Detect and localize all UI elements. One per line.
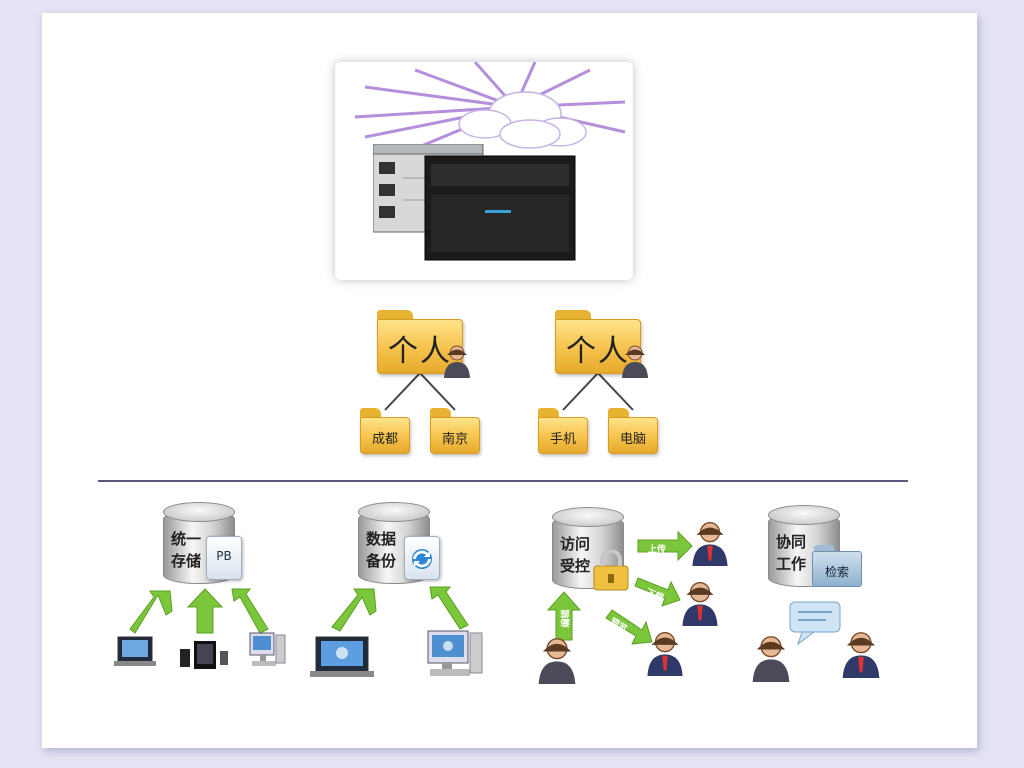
desktop-icon: [427, 630, 483, 676]
feature-title-line: 访问: [560, 535, 591, 553]
chat-icon: [789, 601, 841, 646]
feature-title-line: 数据: [366, 530, 397, 548]
section-divider: [98, 480, 908, 482]
feature-title-line: 协同: [776, 533, 807, 551]
folder-label: 南京: [441, 432, 468, 447]
feature-title-line: 统一: [171, 530, 202, 548]
folder-label: 成都: [371, 432, 398, 447]
person-icon: [622, 345, 648, 378]
folder-label: 电脑: [619, 432, 646, 447]
person-icon: [842, 632, 880, 678]
sync-icon: [412, 549, 432, 569]
laptop-icon: [114, 636, 156, 666]
unified-storage-database: 统一 存储: [163, 502, 235, 586]
feature-title-line: 备份: [366, 552, 397, 570]
cloud-icon: [354, 62, 626, 159]
person-icon: [538, 638, 576, 684]
lock-icon: [593, 550, 629, 591]
cloud-server-illustration: [335, 62, 633, 280]
personal-folder-label: 个人: [566, 334, 630, 369]
folder-chengdu[interactable]: 成都: [360, 408, 410, 454]
feature-title-line: 受控: [560, 557, 591, 575]
person-icon: [752, 636, 790, 682]
edit-label: 编辑: [561, 609, 572, 628]
pb-label: PB: [216, 549, 232, 563]
personal-folder-2[interactable]: 个人: [555, 310, 641, 374]
person-icon: [682, 582, 718, 626]
phone-icon: [180, 641, 228, 669]
pb-badge: PB: [206, 536, 242, 580]
sync-badge: [404, 536, 440, 580]
access-arrows: [546, 530, 693, 645]
backup-database: 数据 备份: [358, 502, 430, 586]
folder-label: 手机: [549, 432, 576, 447]
backup-arrows: [310, 586, 483, 677]
person-icon: [647, 632, 683, 676]
folder-nanjing[interactable]: 南京: [430, 408, 480, 454]
feature-title-line: 工作: [776, 555, 807, 573]
server-icon: [373, 144, 576, 261]
laptop-icon: [310, 636, 374, 677]
feature-title-line: 存储: [171, 552, 202, 570]
folder-computer[interactable]: 电脑: [608, 408, 658, 454]
upload-label: 上传: [648, 545, 667, 555]
search-folder[interactable]: 检索: [812, 543, 862, 587]
personal-folder-1[interactable]: 个人: [377, 310, 463, 374]
personal-folder-label: 个人: [388, 334, 452, 369]
person-icon: [444, 345, 470, 378]
folder-phone[interactable]: 手机: [538, 408, 588, 454]
person-icon: [692, 522, 728, 566]
desktop-icon: [249, 632, 286, 666]
upload-arrows: [114, 588, 286, 669]
search-folder-label: 检索: [824, 565, 849, 579]
